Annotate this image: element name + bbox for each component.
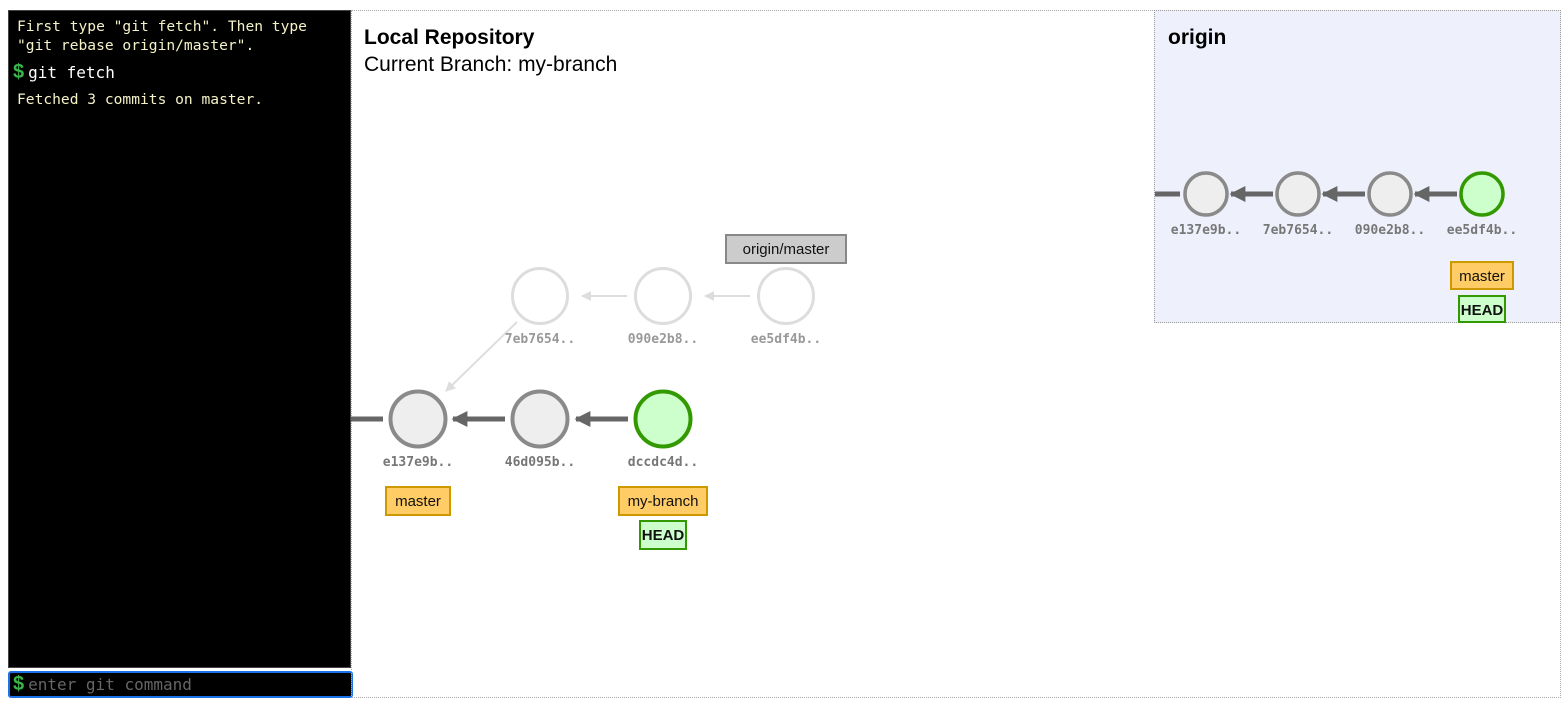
head-label: HEAD bbox=[642, 527, 685, 544]
prompt-icon: $ bbox=[13, 673, 25, 695]
origin-master-branch-label: master bbox=[1459, 268, 1505, 285]
command-input-box[interactable]: $ bbox=[8, 671, 353, 698]
commit-node[interactable] bbox=[1183, 171, 1229, 217]
head-label-box bbox=[639, 520, 687, 550]
commit-hash: 7eb7654.. bbox=[1263, 223, 1333, 238]
commit-node-faded[interactable] bbox=[511, 267, 569, 325]
terminal-instructions: First type "git fetch". Then type "git r… bbox=[17, 18, 307, 54]
commit-hash: dccdc4d.. bbox=[628, 455, 698, 470]
commit-hash: ee5df4b.. bbox=[751, 332, 821, 347]
terminal-last-command: git fetch bbox=[28, 63, 115, 82]
commit-node[interactable] bbox=[388, 389, 448, 449]
commit-hash: ee5df4b.. bbox=[1447, 223, 1517, 238]
commit-hash: e137e9b.. bbox=[383, 455, 453, 470]
git-command-input[interactable] bbox=[28, 675, 329, 694]
prompt-icon: $ bbox=[13, 61, 25, 83]
branch-label-box[interactable] bbox=[385, 486, 451, 516]
commit-node-head[interactable] bbox=[633, 389, 693, 449]
head-label-box bbox=[1458, 295, 1506, 323]
commit-node-faded[interactable] bbox=[757, 267, 815, 325]
terminal-output: Fetched 3 commits on master. bbox=[17, 91, 264, 108]
my-branch-label: my-branch bbox=[628, 493, 699, 510]
branch-label-box[interactable] bbox=[618, 486, 708, 516]
origin-title: origin bbox=[1168, 26, 1227, 49]
commit-hash: 7eb7654.. bbox=[505, 332, 575, 347]
commit-node[interactable] bbox=[1275, 171, 1321, 217]
commit-node-faded[interactable] bbox=[634, 267, 692, 325]
commit-hash: 090e2b8.. bbox=[1355, 223, 1425, 238]
origin-head-label: HEAD bbox=[1461, 302, 1504, 319]
terminal-panel: First type "git fetch". Then type "git r… bbox=[8, 10, 351, 668]
commit-hash: 090e2b8.. bbox=[628, 332, 698, 347]
branch-label-box[interactable] bbox=[1450, 261, 1514, 290]
commit-hash: 46d095b.. bbox=[505, 455, 575, 470]
local-repository-title: Local Repository bbox=[364, 26, 535, 49]
commit-node-head[interactable] bbox=[1459, 171, 1505, 217]
terminal-command-line: $ git fetch bbox=[13, 61, 115, 84]
local-repository-panel bbox=[351, 10, 1561, 698]
commit-node[interactable] bbox=[1367, 171, 1413, 217]
origin-master-label: origin/master bbox=[743, 241, 830, 258]
master-branch-label: master bbox=[395, 493, 441, 510]
commit-node[interactable] bbox=[510, 389, 570, 449]
commit-edge-faded bbox=[445, 321, 518, 392]
current-branch-label: Current Branch: my-branch bbox=[364, 53, 618, 76]
commit-hash: e137e9b.. bbox=[1171, 223, 1241, 238]
remote-branch-label-box[interactable] bbox=[725, 234, 847, 264]
